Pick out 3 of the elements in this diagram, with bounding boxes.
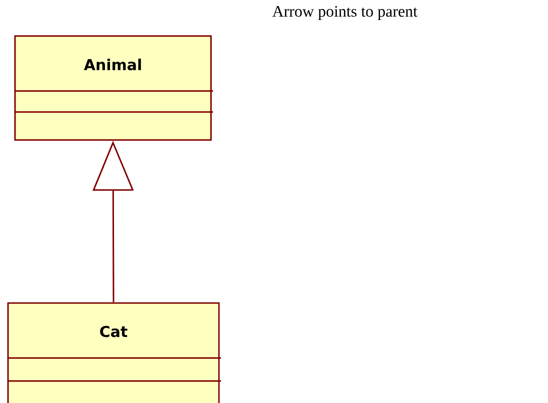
class-box: Cat <box>7 302 221 403</box>
note-text: Arrow points to parent <box>272 6 418 20</box>
class-box: Animal <box>14 35 213 141</box>
